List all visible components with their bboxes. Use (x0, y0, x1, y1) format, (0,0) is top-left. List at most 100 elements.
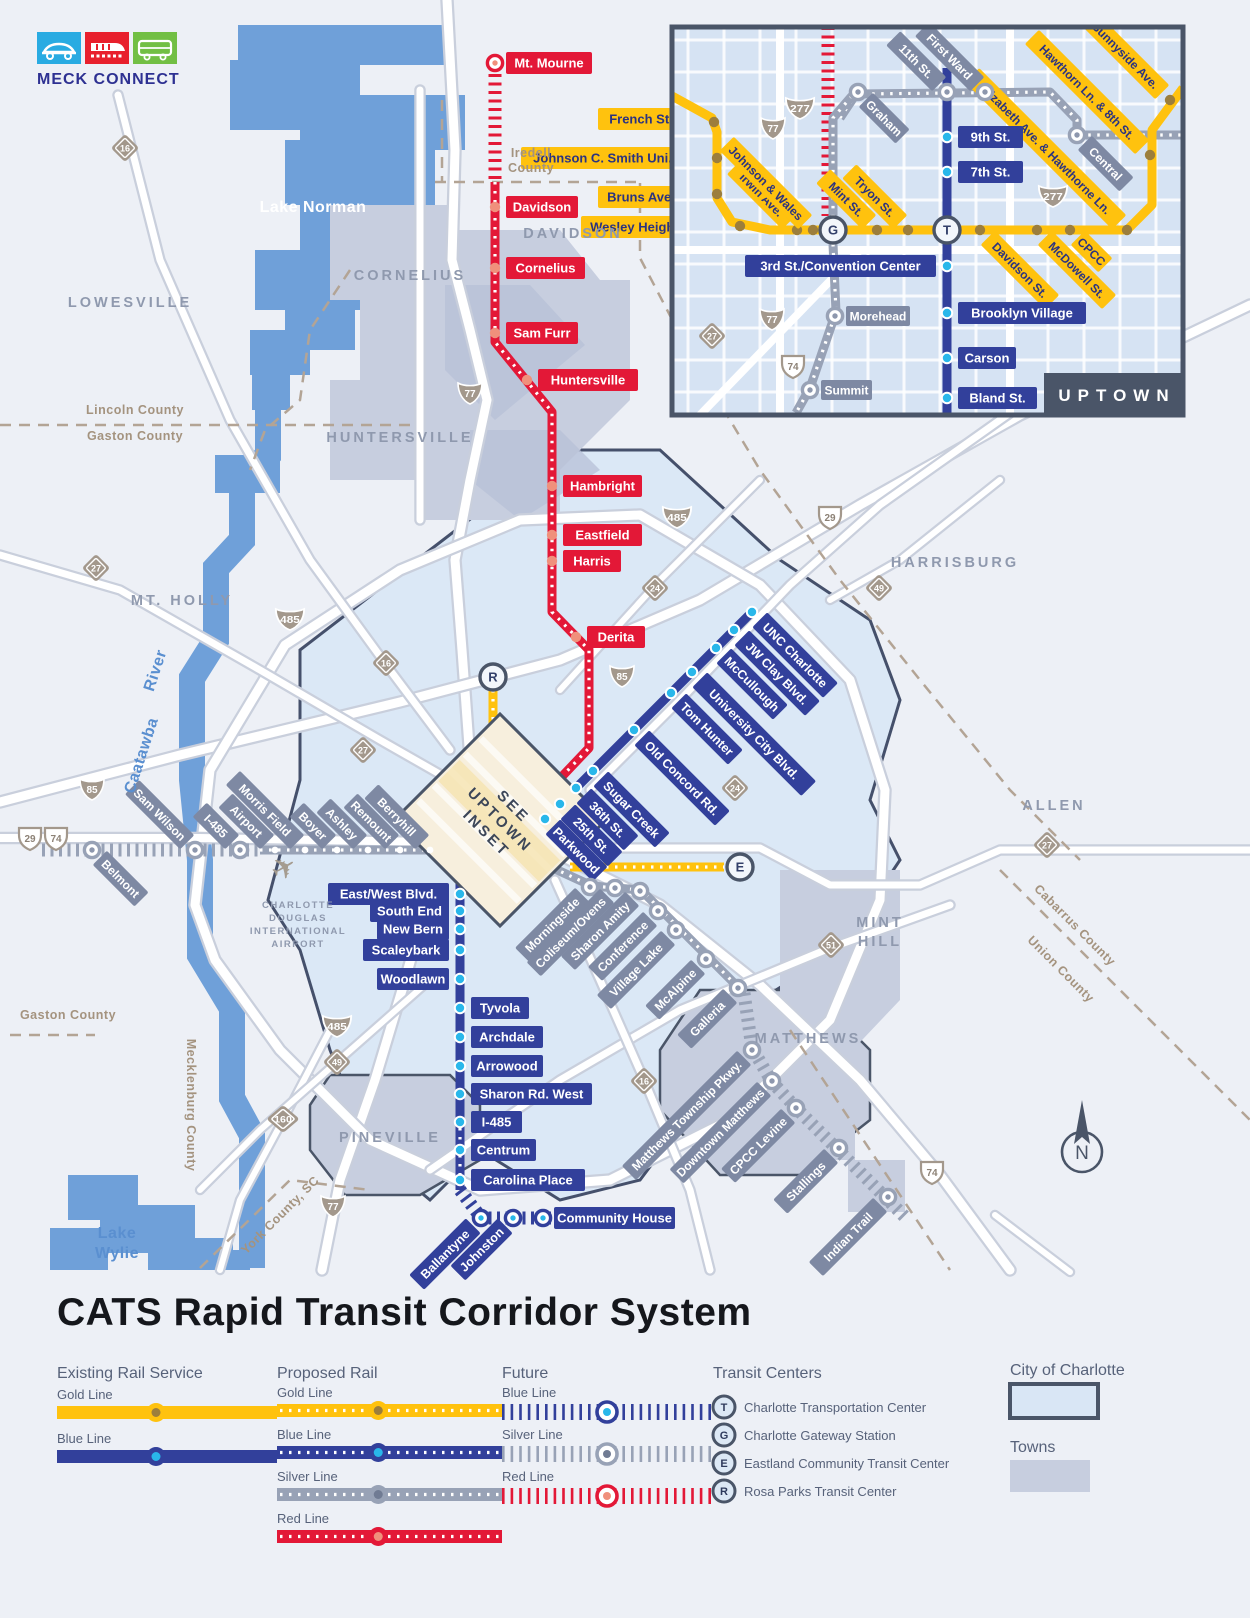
station-dot (940, 391, 954, 405)
legend-future-dot (603, 1492, 611, 1500)
shield-inner (821, 935, 841, 955)
station-label-box (1082, 27, 1169, 99)
station-label-text: Davidson (513, 200, 572, 215)
legend-towns-label: Towns (1010, 1439, 1055, 1456)
area-label: Lincoln County (86, 403, 184, 417)
station-label-box (1038, 231, 1116, 309)
station-label: New Bern (377, 918, 449, 940)
station-dot (453, 1173, 467, 1187)
station-label-box (546, 820, 607, 881)
county-border (248, 269, 352, 471)
shield-shape (699, 323, 725, 349)
shield-shape (324, 1049, 350, 1075)
station-dot (546, 480, 558, 492)
nc-route-16-shield: 16 (631, 1068, 657, 1094)
station-ring-dot (192, 847, 198, 853)
interstate-485-shield: 485 (321, 1014, 353, 1038)
shield-number: 485 (280, 615, 300, 626)
station-label-text: Hambright (570, 479, 636, 494)
station-dot (974, 224, 986, 236)
station-ring-dot (655, 908, 661, 914)
shield-number: 27 (91, 564, 101, 574)
area-label: HILL (858, 934, 902, 950)
station-label-box (846, 306, 910, 326)
station-label-text: Centrum (477, 1143, 530, 1158)
shield-number: 27 (358, 746, 368, 756)
shield-shape (866, 575, 892, 601)
shield-shape (760, 116, 786, 140)
station-dot (685, 665, 699, 679)
legend-future-dot (603, 1408, 611, 1416)
station-label: Sam Furr (506, 322, 578, 344)
station-dot (940, 130, 954, 144)
station-label: Tyvola (471, 997, 529, 1019)
station-label-box (635, 731, 729, 825)
legend-transit-circle (711, 1422, 737, 1448)
area-label: MATTHEWS (755, 1031, 862, 1047)
station-label: Derita (587, 626, 645, 648)
station-label-box (965, 68, 1126, 229)
station-label-box (672, 694, 742, 764)
interstate-77-shield: 77 (320, 1194, 346, 1218)
station-label-text: I-485 (482, 1115, 512, 1130)
shield-number: 16 (639, 1077, 649, 1087)
station-dot (627, 723, 641, 737)
rail-line-inset-silver-s (792, 243, 841, 415)
station-label-box (554, 1207, 675, 1229)
legend-existing-1 (57, 1447, 277, 1466)
area-label: Wylie (95, 1245, 139, 1262)
station-label: Brooklyn Village (958, 302, 1086, 324)
station-label-text: Scaleybark (372, 943, 441, 958)
legend-item-label: Gold Line (277, 1385, 333, 1400)
station-dot (453, 904, 467, 918)
station-label-box (561, 892, 639, 970)
inset-frame (669, 24, 1186, 418)
station-label-box (410, 1219, 480, 1289)
shield-number: 27 (1042, 841, 1052, 851)
station-dot (538, 812, 552, 826)
transit-center-circle (818, 215, 848, 245)
legend-future-0 (502, 1400, 712, 1424)
county-border (999, 869, 1250, 1121)
rail-line-red-proposed (490, 182, 594, 810)
station-label: Arrowood (471, 1055, 543, 1077)
station-label: Morehead (846, 306, 910, 326)
legend-line-bar (57, 1406, 277, 1419)
shield-inner (702, 326, 722, 346)
nc-route-51-shield: 51 (818, 932, 844, 958)
legend-proposed-1 (277, 1443, 502, 1462)
station-ring-dot (478, 1215, 484, 1221)
station-label-text: Arrowood (476, 1059, 537, 1074)
station-dot (745, 605, 759, 619)
legend-transit-label: Rosa Parks Transit Center (744, 1484, 897, 1499)
station-label: Woodlawn (377, 968, 449, 990)
station-label-box (563, 550, 621, 572)
compass-letter: N (1075, 1143, 1089, 1164)
station-label-box (915, 27, 984, 91)
station-dot (807, 224, 819, 236)
shield-shape (373, 650, 399, 676)
station-ring-dot (587, 884, 593, 890)
legend-item-label: Silver Line (502, 1427, 563, 1442)
station-label-box (1078, 136, 1133, 191)
transit-center-circle (725, 852, 755, 882)
area-label: Gaston County (87, 429, 183, 443)
road (217, 1027, 333, 1273)
station-ring-dot (836, 1145, 842, 1151)
airport-label: AIRPORT (271, 939, 324, 950)
shield-number: 485 (327, 1022, 347, 1033)
station-dot (301, 846, 309, 854)
shield-number: 27 (707, 332, 717, 342)
station-label-box (594, 772, 669, 847)
nc-route-49-shield: 49 (324, 1049, 350, 1075)
legend-station-dot (373, 1532, 383, 1541)
rail-proposed-dots (831, 94, 854, 216)
interstate-277-shield: 277 (1037, 184, 1069, 208)
station-label: I-485 (471, 1111, 522, 1133)
shield-number: 77 (327, 1202, 339, 1213)
shield-shape (784, 96, 816, 120)
transit-center-E: E (725, 852, 755, 882)
shield-shape (267, 1106, 299, 1132)
station-label-box (328, 883, 449, 905)
